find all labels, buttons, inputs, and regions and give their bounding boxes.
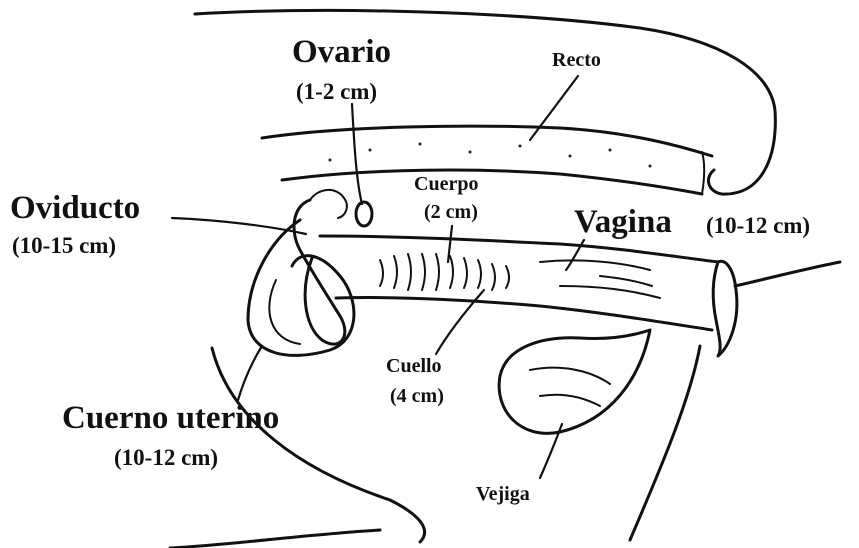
uterus-lower-wall: [336, 297, 712, 330]
label-vejiga: Vejiga: [476, 484, 530, 504]
uterine-horn-inner: [269, 280, 300, 344]
body-outline-ground: [170, 530, 380, 548]
body-outline-tail: [735, 262, 840, 286]
leader-cuerno: [238, 346, 262, 400]
leader-recto: [530, 76, 578, 140]
rectum-lower-wall: [282, 170, 702, 194]
label-cuerno: Cuerno uterino: [62, 402, 279, 435]
label-recto: Recto: [552, 50, 601, 70]
bladder-lines: [530, 368, 610, 406]
body-outline-front: [630, 346, 700, 540]
label-cuello-size: (4 cm): [390, 386, 444, 406]
infundibulum: [310, 190, 347, 218]
label-vagina-size: (10-12 cm): [706, 214, 810, 237]
body-outline-belly: [212, 348, 425, 542]
rectum-end: [702, 152, 704, 194]
ovary-shape: [356, 202, 372, 226]
label-cuerno-size: (10-12 cm): [114, 446, 218, 469]
label-cuerpo: Cuerpo: [414, 174, 478, 194]
vulva: [713, 261, 737, 356]
label-oviducto-size: (10-15 cm): [12, 234, 116, 257]
rectum-upper-wall: [262, 126, 712, 156]
label-ovario: Ovario: [292, 36, 391, 69]
leader-ovario: [352, 104, 362, 204]
rectum-dots: [329, 143, 652, 168]
label-ovario-size: (1-2 cm): [296, 80, 377, 103]
label-cuello: Cuello: [386, 356, 442, 376]
label-cuerpo-size: (2 cm): [424, 202, 478, 222]
cervix-folds: [380, 254, 509, 290]
label-oviducto: Oviducto: [10, 192, 140, 225]
label-vagina: Vagina: [574, 206, 672, 239]
vagina-lines: [540, 260, 660, 298]
uterine-horn: [248, 220, 354, 355]
body-outline-top: [195, 10, 775, 194]
bladder: [499, 330, 650, 433]
